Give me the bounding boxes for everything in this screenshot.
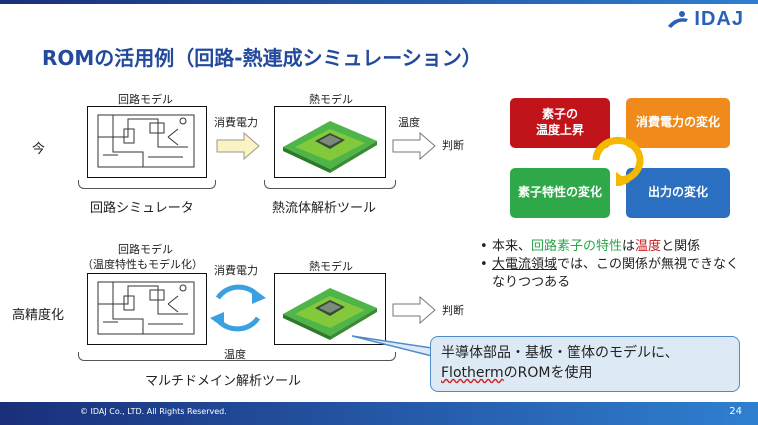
thermal-model-image	[274, 106, 386, 178]
circuit-model-label: 回路モデル	[118, 93, 173, 106]
temp-label-bottom: 温度	[224, 348, 246, 361]
circuit-tool-label: 回路シミュレータ	[90, 201, 194, 216]
judge-label-top: 判断	[442, 139, 464, 152]
bullet-item: 大電流領域では、この関係が無視できなくなりつつある	[480, 256, 748, 292]
bracket-thermal	[264, 180, 396, 189]
thermal-model-label: 熱モデル	[309, 93, 353, 106]
pcb-heatmap-icon	[283, 288, 377, 340]
bullet-item: 本来、回路素子の特性は温度と関係	[480, 238, 748, 256]
judge-label-bottom: 判断	[442, 304, 464, 317]
top-accent-bar	[0, 0, 758, 4]
page-number: 24	[729, 406, 742, 417]
tile-power-change: 消費電力の変化	[626, 98, 730, 148]
circuit-schematic-2	[87, 273, 207, 345]
circular-arrows-icon	[210, 284, 266, 332]
circuit-model-sub-label: （温度特性もモデル化）	[82, 258, 203, 271]
schematic-icon	[97, 114, 195, 168]
row-label-current: 今	[32, 142, 46, 157]
arrow-right-icon	[216, 132, 260, 160]
bracket-multidomain	[78, 352, 396, 361]
page-title: ROMの活用例（回路-熱連成シミュレーション）	[42, 46, 482, 70]
callout-line-2: FlothermのROMを使用	[441, 365, 593, 381]
tile-temperature-rise: 素子の 温度上昇	[510, 98, 610, 148]
pcb-heatmap-icon	[283, 121, 377, 173]
power-label-bottom: 消費電力	[214, 264, 258, 277]
callout-pointer	[352, 335, 433, 357]
tile-characteristic-change: 素子特性の変化	[510, 168, 610, 218]
callout-line-1: 半導体部品・基板・筐体のモデルに、	[441, 345, 679, 361]
copyright-text: © IDAJ Co., LTD. All Rights Reserved.	[80, 407, 227, 416]
arrow-right-icon	[392, 132, 436, 160]
circuit-schematic	[87, 106, 207, 178]
tile-output-change: 出力の変化	[626, 168, 730, 218]
runner-icon	[668, 10, 689, 28]
cycle-ring-icon	[592, 136, 644, 186]
power-label-top: 消費電力	[214, 116, 258, 129]
row-label-high-precision: 高精度化	[12, 308, 65, 323]
company-logo: IDAJ	[666, 8, 744, 31]
circuit-model-label-2: 回路モデル	[118, 243, 173, 256]
arrow-right-icon	[392, 296, 436, 324]
thermal-model-label-2: 熱モデル	[309, 260, 353, 273]
thermal-tool-label: 熱流体解析ツール	[272, 201, 377, 216]
thermal-model-image-2	[274, 273, 386, 345]
multidomain-tool-label: マルチドメイン解析ツール	[145, 374, 302, 389]
temp-label-top: 温度	[398, 116, 420, 129]
bullet-list: 本来、回路素子の特性は温度と関係 大電流領域では、この関係が無視できなくなりつつ…	[480, 238, 748, 292]
callout-box: 半導体部品・基板・筐体のモデルに、 FlothermのROMを使用	[430, 336, 740, 392]
logo-text: IDAJ	[694, 8, 744, 30]
footer-bar	[0, 402, 758, 425]
schematic-icon	[97, 281, 195, 335]
bracket-circuit	[78, 180, 216, 189]
